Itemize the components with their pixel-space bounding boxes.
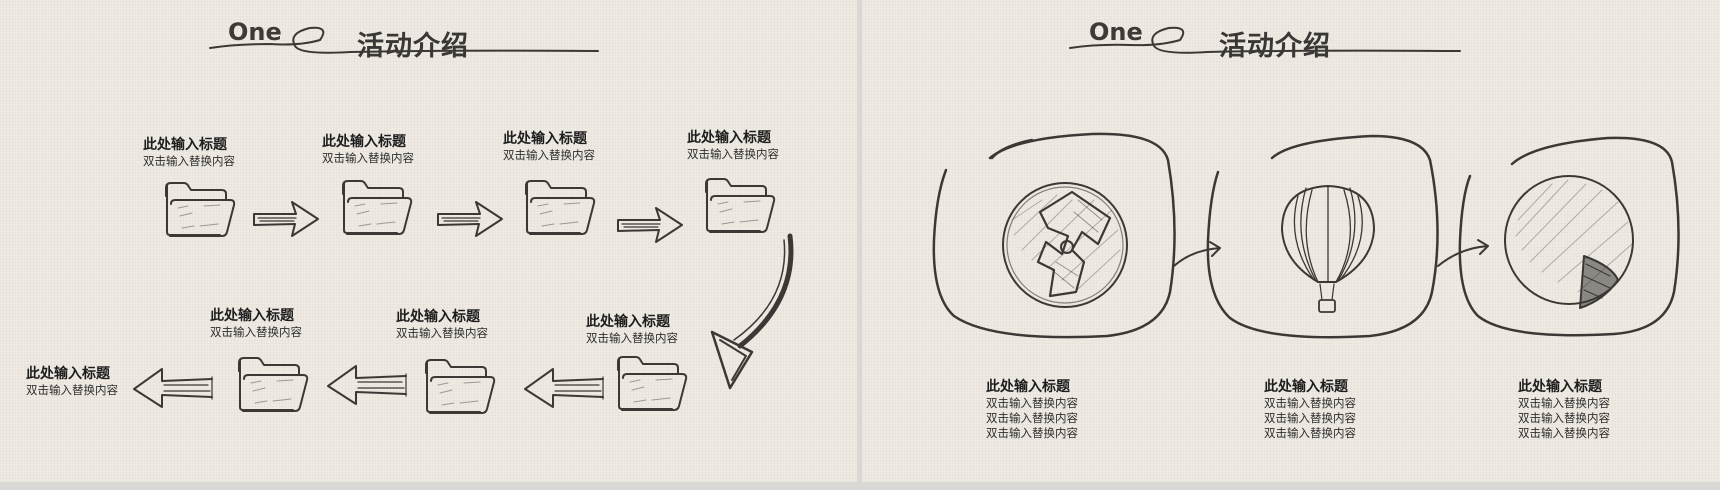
step-title: 此处输入标题 [503,131,587,147]
folder-icon [425,359,496,414]
card-frame [1206,134,1439,339]
folder-icon [617,356,688,411]
folder-icon [705,178,776,233]
step-title: 此处输入标题 [210,308,294,324]
step-subtitle: 双击输入替换内容 [687,147,779,161]
card-3-text[interactable]: 此处输入标题 双击输入替换内容 双击输入替换内容 双击输入替换内容 [1518,376,1610,441]
arrow-left-icon [524,368,604,408]
step-subtitle: 双击输入替换内容 [143,154,235,168]
step-3[interactable]: 此处输入标题 双击输入替换内容 [503,128,595,163]
card-line: 双击输入替换内容 [1264,426,1356,440]
card-line: 双击输入替换内容 [1518,396,1610,410]
card-line: 双击输入替换内容 [1264,396,1356,410]
card-line: 双击输入替换内容 [1518,426,1610,440]
folder-icon [238,357,309,412]
header-title: 活动介绍 [357,31,469,62]
card-line: 双击输入替换内容 [1518,411,1610,425]
arrow-right-icon [617,207,683,243]
card-title: 此处输入标题 [986,379,1070,395]
slide-left: One 活动介绍 此处输入标题 双击输入替换内容 此处输入标题 双击输入替换内容… [0,0,857,482]
pie-chart-icon [1504,175,1634,309]
header-title: 活动介绍 [1219,31,1331,62]
step-title: 此处输入标题 [143,137,227,153]
card-title: 此处输入标题 [1518,379,1602,395]
step-title: 此处输入标题 [687,130,771,146]
card-frame [1458,136,1680,337]
cards-graphics [932,132,1680,339]
header-underline-swirl [1069,26,1461,54]
arrow-right-icon [1173,241,1221,267]
header-number-word: One [1089,18,1143,46]
arrow-left-icon [133,368,213,408]
folder-icon [342,180,413,235]
folder-icon [165,182,236,237]
card-2-text[interactable]: 此处输入标题 双击输入替换内容 双击输入替换内容 双击输入替换内容 [1264,376,1356,441]
step-7[interactable]: 此处输入标题 双击输入替换内容 [210,305,302,340]
card-line: 双击输入替换内容 [1264,411,1356,425]
card-line: 双击输入替换内容 [986,396,1078,410]
step-subtitle: 双击输入替换内容 [586,331,678,345]
step-subtitle: 双击输入替换内容 [503,148,595,162]
step-title: 此处输入标题 [586,314,670,330]
step-title: 此处输入标题 [322,134,406,150]
header-number-word: One [228,18,282,46]
step-title: 此处输入标题 [26,366,110,382]
card-1-text[interactable]: 此处输入标题 双击输入替换内容 双击输入替换内容 双击输入替换内容 [986,376,1078,441]
puzzle-icon [1002,182,1128,308]
step-subtitle: 双击输入替换内容 [322,151,414,165]
step-subtitle: 双击输入替换内容 [396,326,488,340]
arrow-right-icon [437,201,503,237]
step-subtitle: 双击输入替换内容 [210,325,302,339]
card-line: 双击输入替换内容 [986,426,1078,440]
step-5[interactable]: 此处输入标题 双击输入替换内容 [586,311,678,346]
step-subtitle: 双击输入替换内容 [26,383,118,397]
card-frame [932,132,1176,339]
flow-graphics [133,178,794,414]
step-2[interactable]: 此处输入标题 双击输入替换内容 [322,131,414,166]
card-line: 双击输入替换内容 [986,411,1078,425]
step-6[interactable]: 此处输入标题 双击输入替换内容 [396,306,488,341]
arrow-left-icon [327,365,407,405]
arrow-right-icon [1437,239,1489,267]
folder-icon [525,180,596,235]
card-title: 此处输入标题 [1264,379,1348,395]
hot-air-balloon-icon [1281,185,1375,313]
step-4[interactable]: 此处输入标题 双击输入替换内容 [687,127,779,162]
header-underline-swirl [209,26,599,54]
step-title: 此处输入标题 [396,309,480,325]
curved-arrow-icon [710,233,794,390]
step-1[interactable]: 此处输入标题 双击输入替换内容 [143,134,235,169]
slide-right: One 活动介绍 [862,0,1720,482]
step-8[interactable]: 此处输入标题 双击输入替换内容 [26,363,118,398]
arrow-right-icon [253,201,319,237]
